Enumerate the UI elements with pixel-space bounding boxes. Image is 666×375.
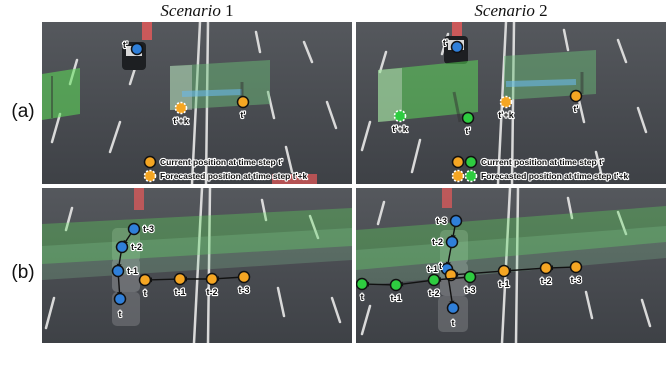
orange-track-point	[173, 272, 187, 286]
blue-track-label: t-1	[427, 264, 438, 274]
column-title-scenario-2: Scenario 2	[474, 1, 548, 20]
green-track-point	[427, 273, 441, 287]
point-label: t'	[240, 110, 245, 120]
orange-track-point	[138, 273, 152, 287]
barrier-left	[42, 68, 80, 120]
blue-track-point	[113, 292, 127, 306]
orange-track-label: t-3	[239, 285, 250, 295]
red-marker	[442, 188, 452, 208]
legend-swatch-forecast-green	[464, 169, 478, 183]
orange-track-label: t	[144, 288, 147, 298]
blue-track-arrow	[117, 276, 121, 293]
orange-track-label: t-1	[175, 287, 186, 297]
barrier-right	[170, 60, 270, 110]
barrier-band	[356, 206, 666, 286]
legend-item-current: Current position at time step t'	[481, 157, 604, 167]
blue-track-arrow	[452, 226, 456, 236]
orange-track-arrow	[151, 278, 175, 281]
column-title-scenario-1: Scenario 1	[160, 1, 234, 20]
green-track-label: t-3	[465, 285, 476, 295]
blue-track-label: t-3	[143, 224, 154, 234]
red-marker	[134, 188, 144, 210]
lane-markings	[50, 22, 338, 184]
point-forecast-orange	[174, 101, 188, 115]
red-marker	[142, 22, 152, 40]
legend-item-current: Current position at time step t'	[160, 157, 283, 167]
green-track-point	[356, 277, 369, 291]
blue-track-point	[446, 301, 460, 315]
blue-track-point	[449, 214, 463, 228]
blue-track-label: t	[119, 309, 122, 319]
red-marker	[272, 174, 317, 184]
orange-track-label: t-1	[499, 279, 510, 289]
orange-track-point	[205, 272, 219, 286]
green-track-point	[389, 278, 403, 292]
orange-track-label: t	[439, 261, 442, 271]
legend-item-forecast: Forecasted position at time step t'+k	[160, 171, 308, 181]
legend-swatch-forecast	[143, 169, 157, 183]
barrier-left	[378, 60, 478, 123]
orange-track-point	[497, 264, 511, 278]
blue-track-point	[127, 222, 141, 236]
orange-track-arrow	[510, 267, 541, 272]
orange-track-point	[569, 260, 583, 274]
red-marker	[452, 22, 462, 40]
point-current-blue	[450, 40, 464, 54]
orange-track-point	[539, 261, 553, 275]
orange-track-label: t-2	[207, 287, 218, 297]
point-forecast-orange	[499, 95, 513, 109]
point-forecast-green	[393, 109, 407, 123]
green-track-label: t-2	[429, 288, 440, 298]
blue-track-arrow	[125, 233, 132, 242]
point-label: t'+k	[498, 110, 514, 120]
green-track-point	[463, 270, 477, 284]
point-label: t'	[123, 40, 128, 50]
legend-swatch-current-green	[464, 155, 478, 169]
point-current-green	[461, 111, 475, 125]
point-label: t'	[573, 104, 578, 114]
point-label: t'	[443, 38, 448, 48]
legend-swatch-forecast-orange	[451, 169, 465, 183]
green-track-arrow	[368, 283, 391, 286]
legend-item-forecast: Forecasted position at time step t'+k	[481, 171, 629, 181]
legend-swatch-current-orange	[451, 155, 465, 169]
orange-track-arrow	[552, 266, 571, 269]
blue-track-point	[445, 235, 459, 249]
point-label: t'	[465, 126, 470, 136]
blue-track-arrow	[118, 252, 122, 265]
blue-track-label: t-2	[131, 242, 142, 252]
blue-track-label: t-1	[127, 266, 138, 276]
point-label: t'+k	[392, 124, 408, 134]
row-label-a: (a)	[11, 101, 35, 122]
point-current-orange	[569, 89, 583, 103]
blue-track-point	[111, 264, 125, 278]
orange-track-point	[237, 270, 251, 284]
barrier-right	[504, 50, 596, 100]
green-track-arrow	[402, 280, 429, 285]
green-track-arrow	[440, 276, 465, 281]
row-label-b: (b)	[11, 262, 35, 283]
point-label: t'+k	[173, 116, 189, 126]
blue-track-point	[115, 240, 129, 254]
point-current-blue	[130, 42, 144, 56]
orange-track-label: t-3	[571, 275, 582, 285]
road-surface	[356, 188, 666, 343]
legend-swatch-current	[143, 155, 157, 169]
blue-track-arrow	[447, 247, 452, 263]
lane-markings	[44, 188, 342, 343]
orange-track-arrow	[218, 276, 239, 280]
orange-track-label: t-2	[541, 276, 552, 286]
green-track-label: t	[361, 292, 364, 302]
blue-track-label: t-2	[432, 237, 443, 247]
blue-track-label: t-3	[436, 216, 447, 226]
green-track-label: t-1	[391, 293, 402, 303]
blue-track-label: t	[452, 318, 455, 328]
point-current-orange	[236, 95, 250, 109]
